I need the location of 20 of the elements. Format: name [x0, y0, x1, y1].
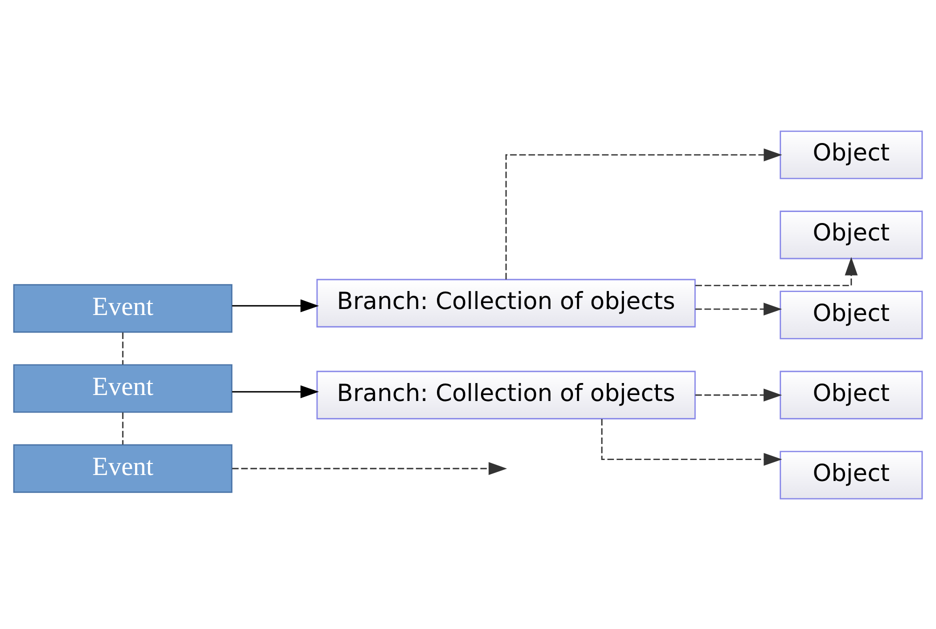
- node-box: Object: [780, 130, 923, 179]
- arrow: [232, 462, 508, 474]
- node-box: Event: [13, 284, 232, 332]
- node-box: Event: [13, 364, 232, 412]
- node-box: Object: [780, 290, 923, 339]
- arrow: [695, 388, 782, 401]
- node-box: Event: [13, 444, 232, 492]
- arrow: [232, 298, 319, 312]
- arrow: [695, 256, 858, 286]
- node-box: Object: [780, 370, 923, 419]
- node-box: Object: [780, 210, 923, 259]
- arrow: [505, 148, 782, 279]
- arrow: [695, 302, 782, 316]
- connector: [122, 332, 124, 364]
- node-box: Object: [780, 450, 923, 499]
- arrow: [232, 384, 319, 398]
- connector: [122, 412, 124, 444]
- arrow: [601, 418, 782, 466]
- node-box: Branch: Collection of objects: [316, 370, 696, 419]
- node-box: Branch: Collection of objects: [316, 278, 696, 327]
